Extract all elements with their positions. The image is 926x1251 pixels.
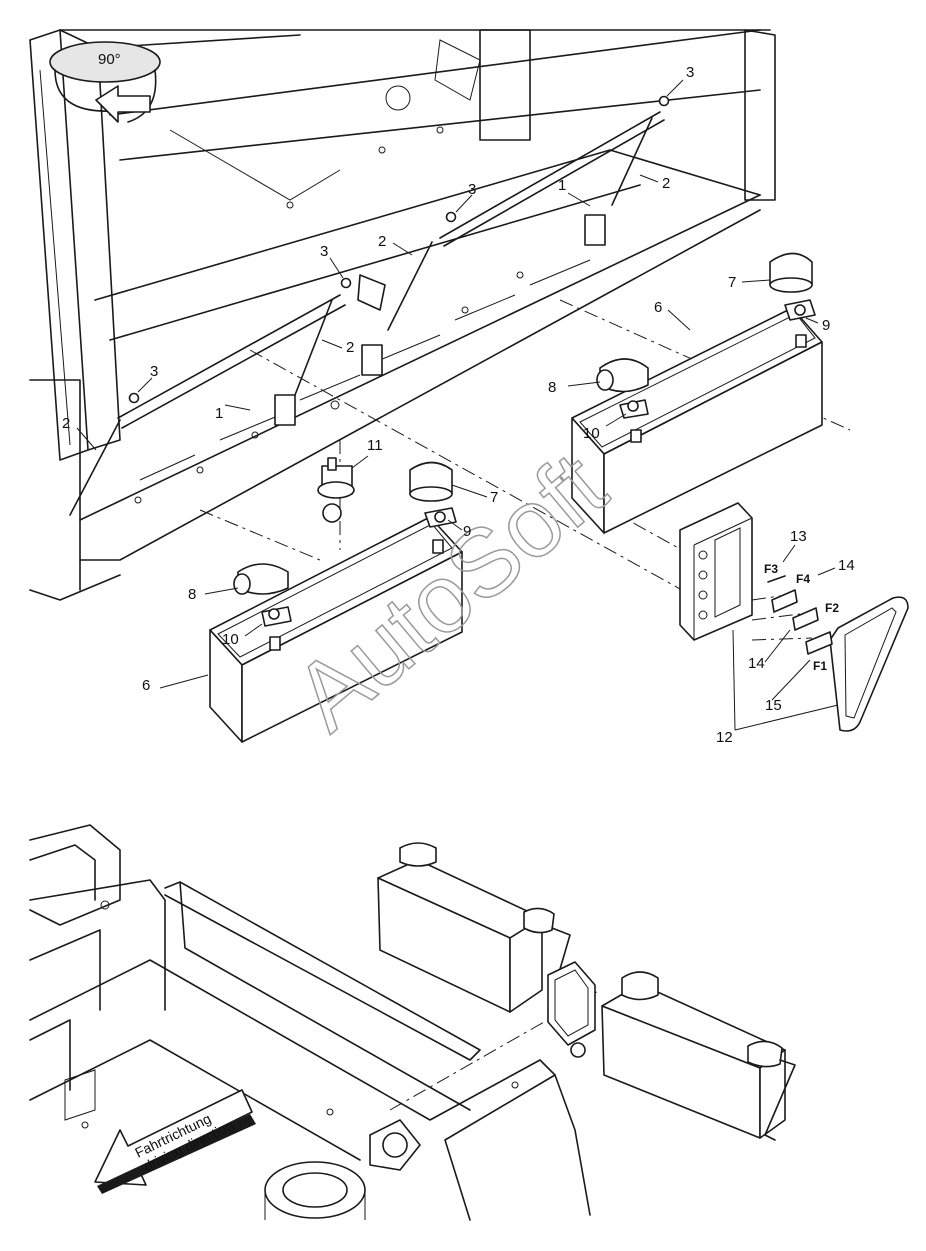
tie-rods: [69, 111, 665, 516]
battery-right: [571, 307, 823, 534]
callout-1: 1: [558, 177, 566, 194]
battery-left: [209, 516, 463, 743]
callout-2: 2: [62, 415, 70, 432]
battery-lower-back: [377, 842, 571, 1013]
callout-11: 11: [367, 437, 383, 454]
fuse-label-f2: F2: [825, 601, 839, 615]
callout-3: 3: [150, 363, 158, 380]
fuse-box-lower: [547, 961, 596, 1058]
callout-2: 2: [378, 233, 386, 250]
callout-6: 6: [654, 299, 662, 316]
fuse-label-f4: F4: [796, 572, 810, 586]
leader-lines: [76, 79, 839, 731]
callout-1: 1: [215, 405, 223, 422]
fuse-label-f3: F3: [764, 562, 778, 576]
battery-left-terminals: [261, 507, 457, 651]
terminal-cover-8-right: [596, 358, 649, 393]
callout-8: 8: [188, 586, 196, 603]
fuse-cover: [829, 596, 909, 732]
callout-13: 13: [790, 528, 807, 545]
terminal-cover-7-left: [409, 461, 453, 502]
battery-right-terminals: [619, 299, 816, 443]
chassis-lower: [29, 824, 591, 1221]
fuse-label-f1: F1: [813, 659, 827, 673]
callout-7: 7: [728, 274, 736, 291]
rotation-label: 90°: [98, 51, 121, 68]
callout-3: 3: [468, 181, 476, 198]
callout-8: 8: [548, 379, 556, 396]
callout-12: 12: [716, 729, 733, 746]
callout-7: 7: [490, 489, 498, 506]
fuse-labels: F3 F4 F2 F1: [764, 562, 839, 673]
fuse-box: [679, 502, 753, 641]
callout-14: 14: [748, 655, 765, 672]
callout-2: 2: [346, 339, 354, 356]
nuts: [128, 95, 670, 404]
callout-10: 10: [222, 631, 239, 648]
callout-9: 9: [822, 317, 830, 334]
battery-lower-front: [601, 971, 796, 1141]
callout-9: 9: [463, 523, 471, 540]
callout-numbers: 1 1 2 2 2 2 3 3 3 3 6 6 7 7 8 8 9 9 10 1…: [62, 64, 855, 746]
rotation-90-icon: 90°: [49, 41, 161, 123]
callout-6: 6: [142, 677, 150, 694]
frame-structure: [29, 29, 776, 601]
callout-10: 10: [583, 425, 600, 442]
callout-3: 3: [686, 64, 694, 81]
callout-15: 15: [765, 697, 782, 714]
fuses: [751, 575, 833, 655]
callout-2: 2: [662, 175, 670, 192]
callout-14: 14: [838, 557, 855, 574]
callout-3: 3: [320, 243, 328, 260]
terminal-cover-7-right: [769, 252, 813, 293]
terminal-cover-8-left: [233, 563, 289, 595]
driving-direction-arrow: [94, 1089, 256, 1194]
solenoid-switch: [317, 457, 355, 523]
